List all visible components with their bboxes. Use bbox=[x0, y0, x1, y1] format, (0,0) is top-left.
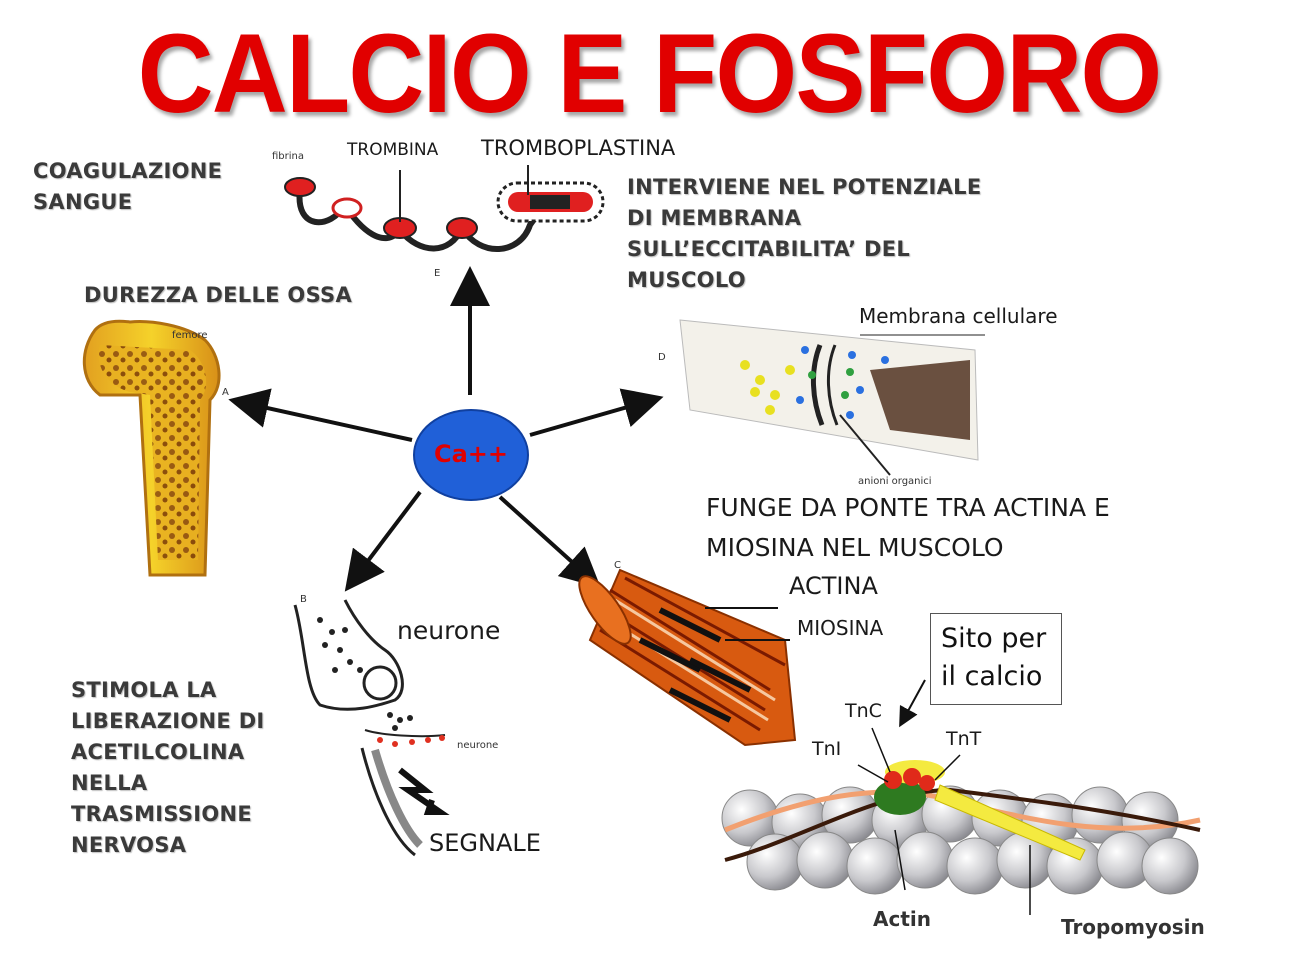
neuron-illustration bbox=[293, 599, 450, 857]
tromboplastina-label: TROMBOPLASTINA bbox=[481, 136, 676, 160]
actin-label: Actin bbox=[873, 907, 931, 931]
bone-small-label: femore bbox=[172, 330, 208, 341]
calcium-label: Ca++ bbox=[433, 440, 509, 468]
tni-label: TnI bbox=[812, 738, 842, 760]
muscle-letter: C bbox=[614, 560, 621, 571]
arrow-down-right bbox=[498, 495, 601, 589]
neuron-label: neurone bbox=[397, 616, 501, 645]
membrane-letter: D bbox=[658, 352, 666, 363]
arrows bbox=[228, 266, 664, 592]
tropomyosin-label: Tropomyosin bbox=[1061, 915, 1205, 939]
membrane-label: Membrana cellulare bbox=[859, 304, 1058, 328]
arrow-right bbox=[529, 388, 664, 437]
coagulation-heading: COAGULAZIONE SANGUE bbox=[33, 159, 223, 214]
bone-illustration bbox=[82, 319, 221, 577]
signal-label: SEGNALE bbox=[429, 829, 541, 857]
coagulation-letter: E bbox=[434, 268, 441, 279]
muscle-illustration bbox=[578, 568, 797, 747]
neuron-heading: STIMOLA LA LIBERAZIONE DI ACETILCOLINA N… bbox=[71, 678, 265, 857]
miosina-label: MIOSINA bbox=[797, 616, 884, 640]
actin-filament-illustration bbox=[721, 679, 1201, 915]
arrow-left bbox=[228, 388, 413, 442]
bone-heading: DUREZZA DELLE OSSA bbox=[84, 283, 353, 307]
coagulation-illustration bbox=[284, 165, 605, 253]
calcium-site-box: Sito per il calcio bbox=[930, 613, 1062, 705]
tnc-label: TnC bbox=[845, 700, 882, 722]
ca-ellipse bbox=[413, 409, 529, 501]
muscle-text: FUNGE DA PONTE TRA ACTINA E MIOSINA NEL … bbox=[706, 493, 1110, 562]
bone-letter: A bbox=[222, 387, 229, 398]
neuron-small-label: neurone bbox=[457, 740, 499, 751]
tnt-label: TnT bbox=[946, 728, 982, 750]
membrane-small-label: anioni organici bbox=[858, 476, 932, 487]
actina-label: ACTINA bbox=[789, 572, 878, 600]
trombina-label: TROMBINA bbox=[347, 140, 439, 160]
page-title: CALCIO E FOSFORO bbox=[137, 11, 1163, 136]
membrane-text: INTERVIENE NEL POTENZIALE DI MEMBRANA SU… bbox=[627, 175, 982, 292]
neuron-letter: B bbox=[300, 594, 307, 605]
membrane-illustration bbox=[679, 319, 985, 476]
fibrina-label: fibrina bbox=[272, 151, 305, 162]
arrow-down-left bbox=[344, 490, 422, 592]
